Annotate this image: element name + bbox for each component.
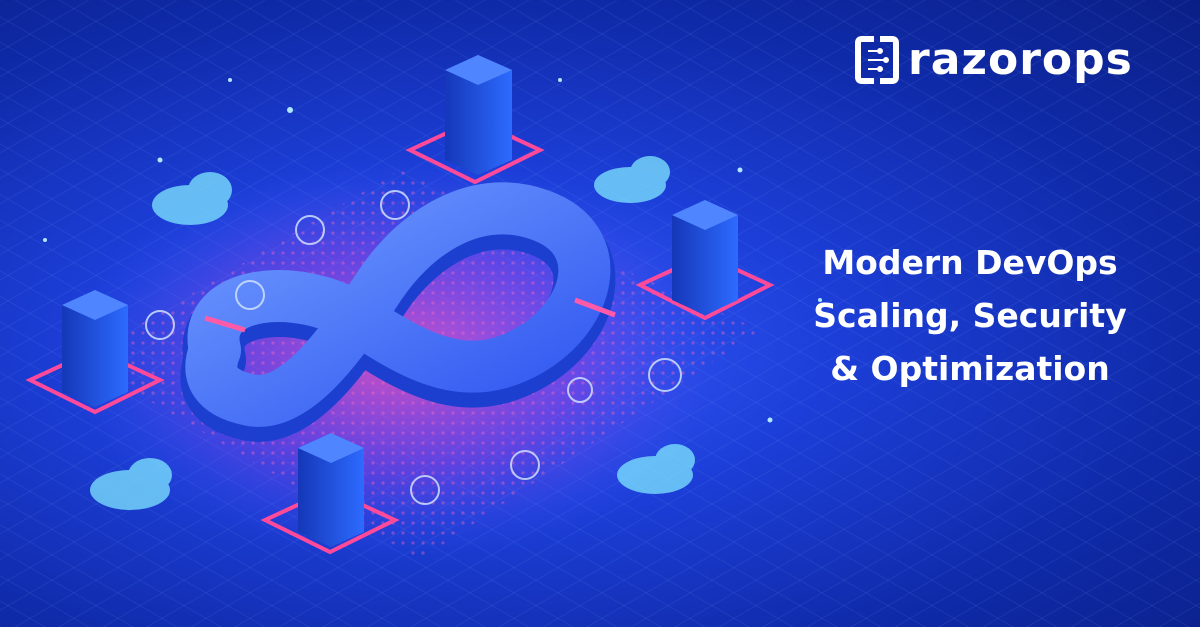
headline-line-1: Modern DevOps <box>822 243 1118 282</box>
cloud-icon <box>617 444 695 494</box>
brand-name: razorops <box>908 34 1133 85</box>
gear-icon <box>145 310 175 340</box>
lock-icon <box>380 190 410 220</box>
server-rack-icon <box>298 433 364 547</box>
devops-infinity-loop-icon <box>180 182 616 442</box>
settings-icon <box>567 377 593 403</box>
cloud-icon <box>594 156 670 203</box>
headline-line-2: Scaling, Security <box>813 296 1127 335</box>
brand-logo: razorops <box>854 34 1133 85</box>
headline-line-3: & Optimization <box>830 349 1110 388</box>
code-icon <box>295 215 325 245</box>
server-rack-icon <box>445 55 512 175</box>
server-rack-icon <box>62 290 128 407</box>
database-icon <box>235 280 265 310</box>
code-icon <box>510 450 540 480</box>
razorops-bracket-circuit-icon <box>855 35 899 84</box>
server-platforms <box>25 117 775 555</box>
cloud-icon <box>152 172 232 225</box>
cloud-icon <box>90 458 172 510</box>
gear-icon <box>648 358 682 392</box>
headline: Modern DevOps Scaling, Security & Optimi… <box>790 236 1150 395</box>
cloud-upload-icon <box>410 475 440 505</box>
sparkles <box>43 78 822 423</box>
server-rack-icon <box>672 200 738 315</box>
